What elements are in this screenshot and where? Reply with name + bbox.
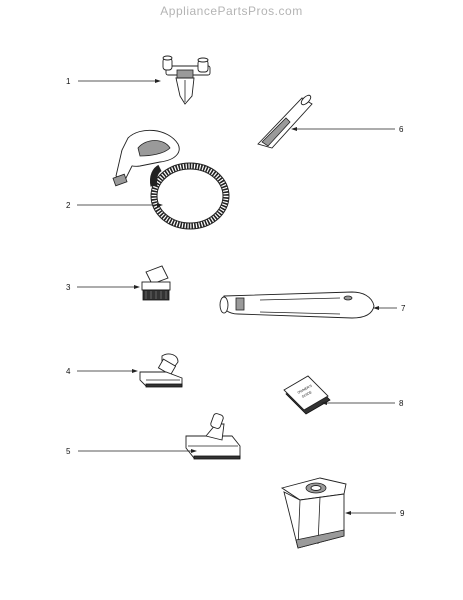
callout-9-number: 9 — [400, 509, 405, 518]
power-nozzle-adapter-icon[interactable] — [162, 55, 211, 105]
hose-with-handle-icon[interactable] — [112, 129, 230, 230]
callout-5-number: 5 — [66, 447, 71, 456]
owners-guide-icon[interactable]: OWNER'S GUIDE — [283, 375, 331, 415]
callout-6-number: 6 — [399, 125, 404, 134]
crevice-tool-icon[interactable] — [257, 94, 313, 149]
extension-wand-icon[interactable] — [219, 291, 375, 319]
callout-7-number: 7 — [401, 304, 406, 313]
callout-3-number: 3 — [66, 283, 71, 292]
upholstery-nozzle-icon[interactable] — [139, 353, 183, 388]
callout-8-number: 8 — [399, 399, 404, 408]
callout-4-number: 4 — [66, 367, 71, 376]
callout-1-number: 1 — [66, 77, 71, 86]
callout-2-number: 2 — [66, 201, 71, 210]
dust-bag-icon[interactable] — [280, 477, 347, 549]
guide-cover-line-1: OWNER'S — [297, 383, 314, 394]
dusting-brush-icon[interactable] — [141, 265, 171, 301]
floor-nozzle-icon[interactable] — [185, 413, 241, 460]
guide-cover-line-2: GUIDE — [301, 390, 313, 399]
watermark: AppliancePartsPros.com — [160, 4, 303, 18]
